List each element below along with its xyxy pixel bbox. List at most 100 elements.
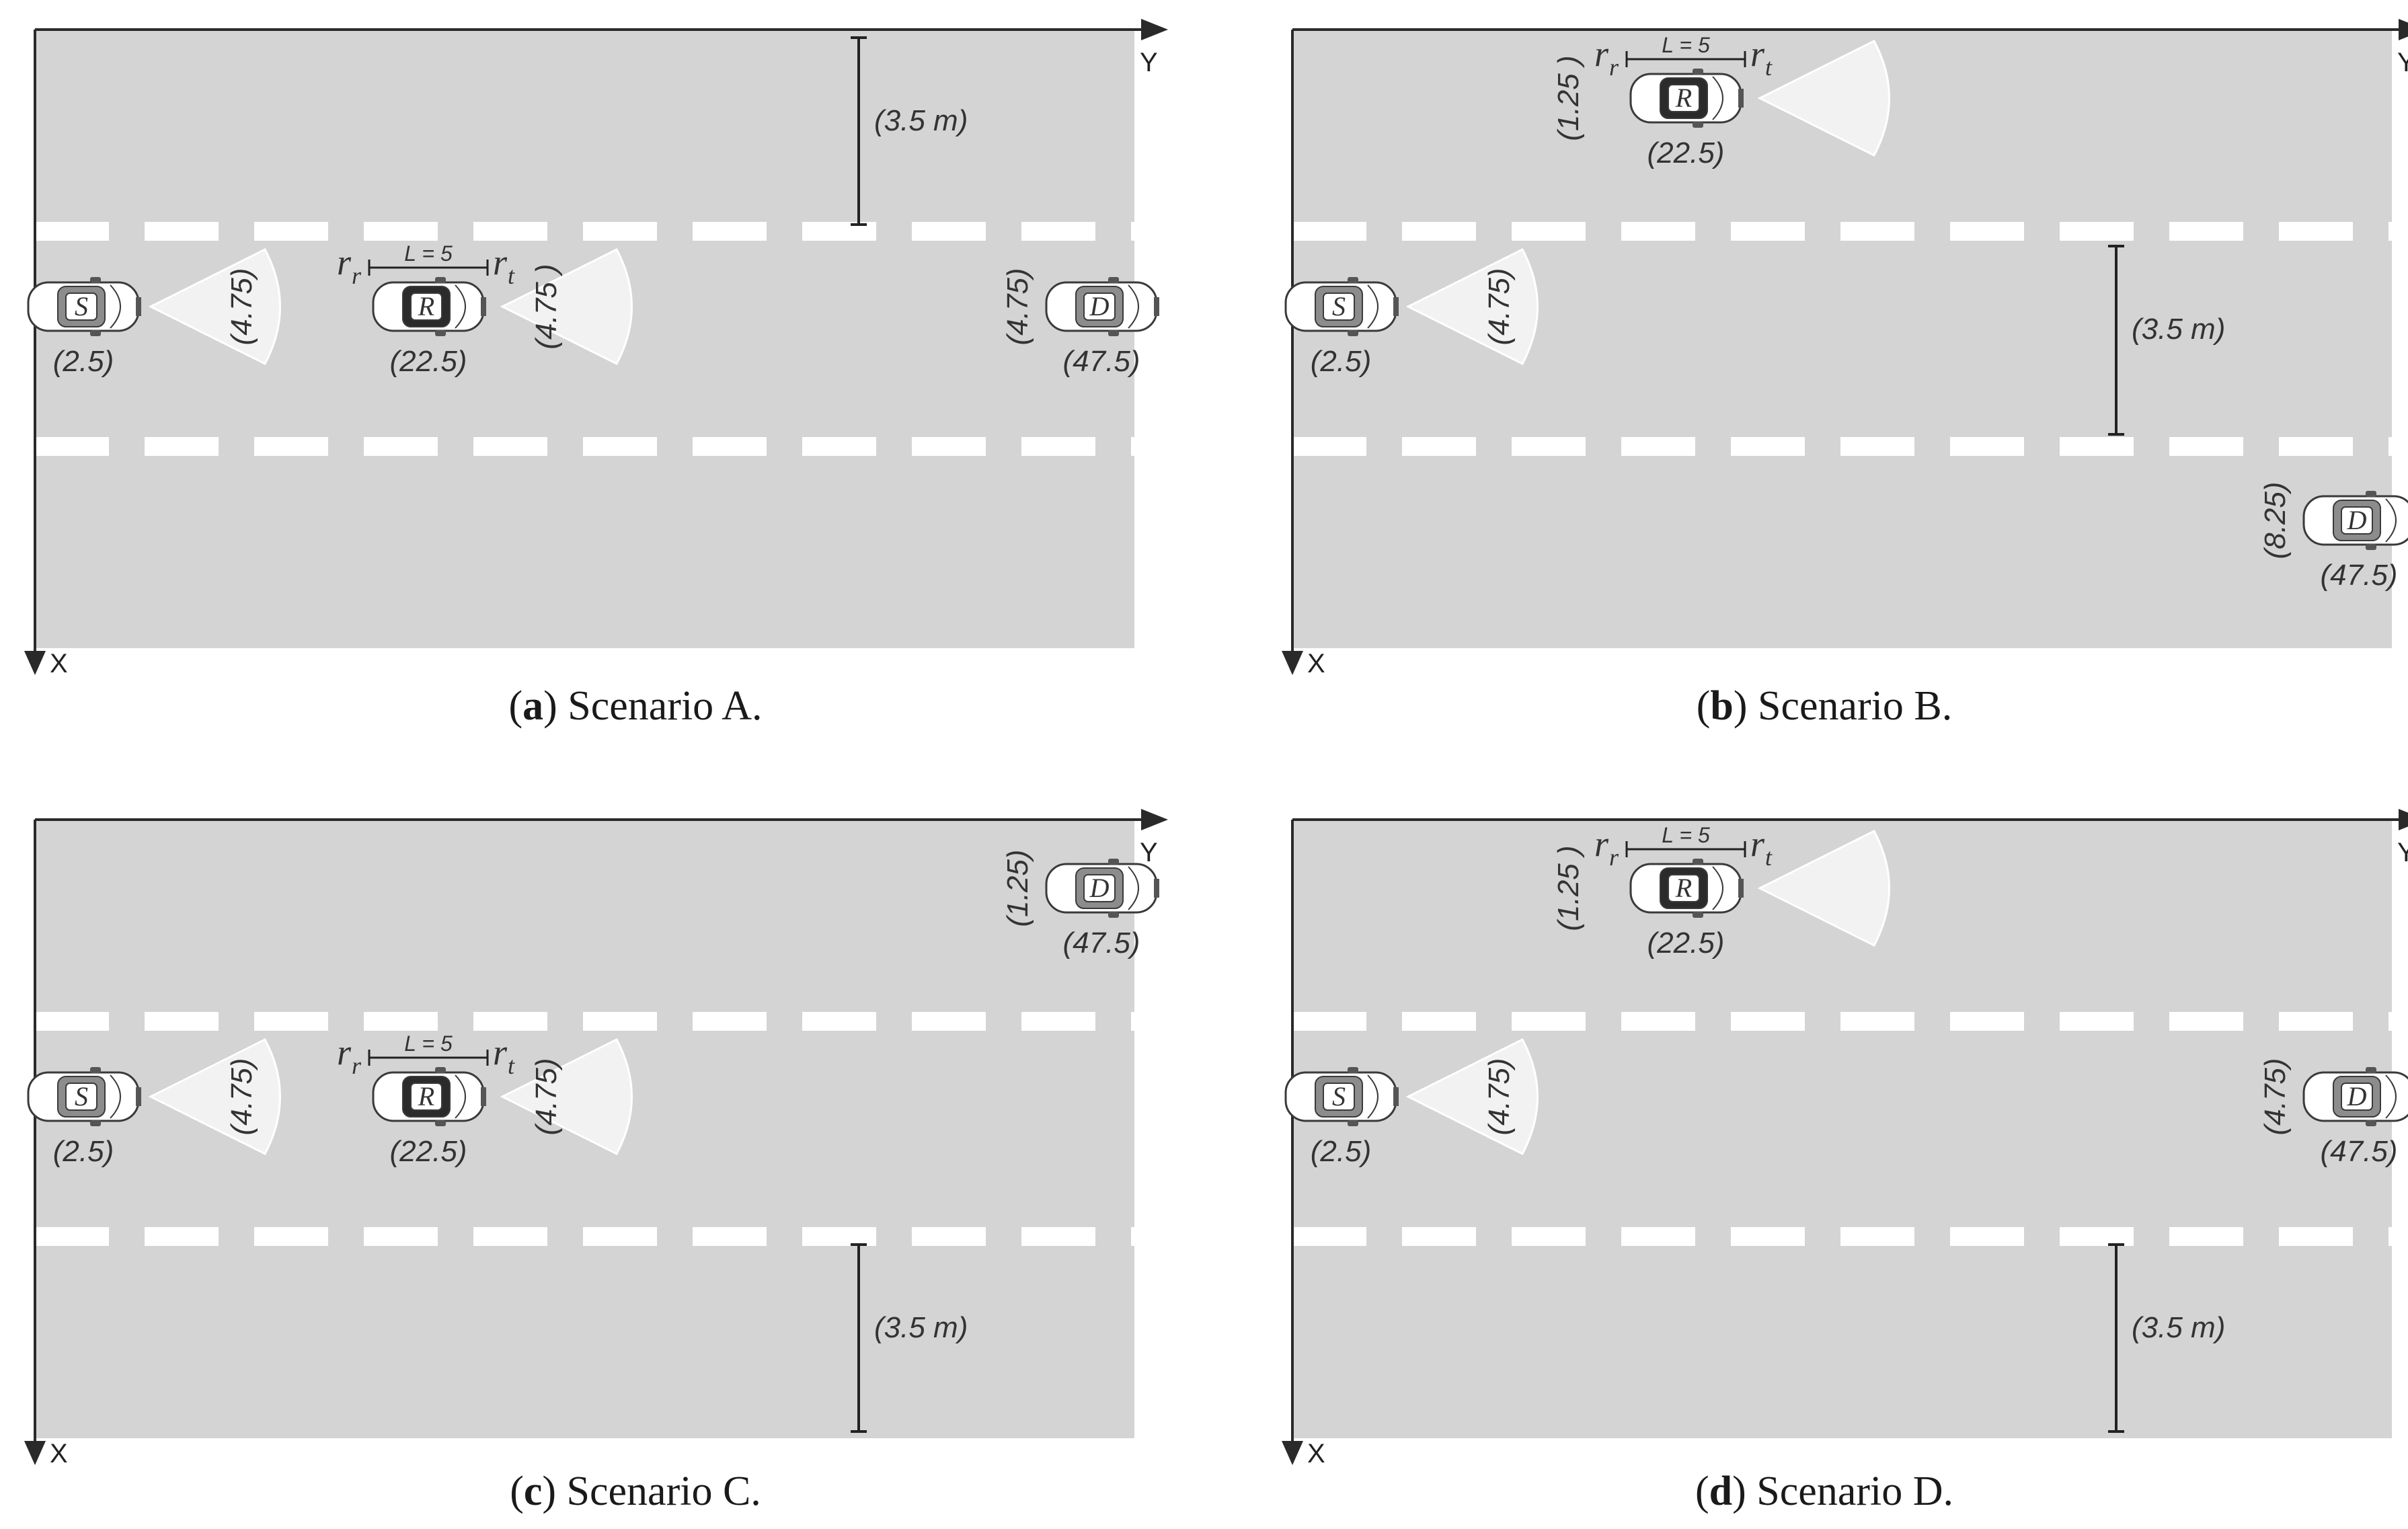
length-label: L = 5 bbox=[404, 1031, 453, 1056]
lane-marking-dash bbox=[1402, 1227, 1476, 1246]
car-s: S bbox=[1284, 1067, 1399, 1126]
receiver-subscript: r bbox=[352, 1052, 362, 1079]
lane-width-label: (3.5 m) bbox=[874, 104, 968, 137]
lane-marking-dash bbox=[693, 437, 767, 456]
lane-marking-dash bbox=[2388, 1012, 2392, 1031]
lane-marking-dash bbox=[912, 1012, 986, 1031]
lane-marking-dash bbox=[473, 1012, 547, 1031]
car-letter: R bbox=[418, 291, 434, 321]
car-mirror bbox=[1693, 69, 1703, 75]
car-r: R bbox=[1629, 69, 1744, 128]
car-x-coordinate: (4.75) bbox=[2259, 1058, 2292, 1136]
lane-marking-dash bbox=[2279, 1227, 2353, 1246]
lane-width-label: (3.5 m) bbox=[2132, 1311, 2225, 1344]
lane-marking-dash bbox=[1131, 437, 1134, 456]
lane-marking-dash bbox=[1021, 222, 1095, 241]
car-x-coordinate: (1.25 ) bbox=[1552, 55, 1585, 141]
transmitter-symbol: r bbox=[493, 242, 508, 282]
car-hood bbox=[455, 1074, 466, 1119]
car-y-coordinate: (22.5) bbox=[390, 1135, 467, 1168]
lane-marking-dash bbox=[1512, 222, 1586, 241]
lane-marking-dash bbox=[583, 222, 657, 241]
caption-text-d: Scenario D. bbox=[1756, 1468, 1953, 1514]
car-mirror bbox=[1108, 859, 1119, 865]
car-r: R bbox=[1629, 859, 1744, 918]
x-axis-label: X bbox=[1307, 649, 1325, 678]
panel-d: YX(3.5 m)S(2.5)(4.75)R(22.5)(1.25 )D(47.… bbox=[1282, 809, 2408, 1468]
lane-marking-dash bbox=[254, 222, 328, 241]
lane-marking-dash bbox=[254, 1012, 328, 1031]
lane-marking-dash bbox=[1731, 1227, 1805, 1246]
transmitter-subscript: t bbox=[508, 1052, 515, 1079]
car-r: R bbox=[372, 277, 486, 336]
car-mirror bbox=[1693, 859, 1703, 865]
car-mirror bbox=[435, 1120, 446, 1126]
lane-marking-dash bbox=[1512, 1227, 1586, 1246]
lane-marking-dash bbox=[2060, 437, 2134, 456]
lane-marking-dash bbox=[1621, 1012, 1695, 1031]
car-headlight bbox=[1154, 879, 1159, 898]
lane-marking-dash bbox=[583, 1012, 657, 1031]
lane-marking-dash bbox=[2169, 1012, 2243, 1031]
car-label-box bbox=[1668, 874, 1700, 902]
x-axis-arrow-icon bbox=[24, 1441, 46, 1465]
lane-marking-dash bbox=[1840, 1012, 1914, 1031]
lane-marking-dash bbox=[2388, 222, 2392, 241]
lane-marking-dash bbox=[35, 1227, 109, 1246]
car-s: S bbox=[27, 277, 141, 336]
car-letter: D bbox=[2347, 505, 2367, 535]
lane-marking-dash bbox=[1950, 1012, 2024, 1031]
car-letter: R bbox=[1675, 83, 1692, 113]
car-x-coordinate: (1.25 ) bbox=[1552, 845, 1585, 931]
source-beam bbox=[1405, 1038, 1539, 1155]
transmitter-subscript: t bbox=[508, 262, 515, 289]
car-y-coordinate: (22.5) bbox=[1647, 136, 1725, 169]
lane-marking-dash bbox=[1292, 222, 1366, 241]
transmitter-symbol: r bbox=[1750, 34, 1765, 74]
car-headlight bbox=[1738, 89, 1744, 108]
lane-marking-dash bbox=[1621, 1227, 1695, 1246]
car-label-box bbox=[410, 292, 442, 321]
lane-marking-dash bbox=[2388, 1227, 2392, 1246]
car-letter: D bbox=[2347, 1081, 2367, 1111]
car-mirror bbox=[2366, 544, 2376, 550]
car-x-coordinate: (4.75 ) bbox=[530, 264, 563, 349]
car-headlight bbox=[1393, 297, 1399, 316]
length-label: L = 5 bbox=[404, 241, 453, 266]
x-axis-arrow-icon bbox=[1282, 651, 1303, 675]
car-headlight bbox=[136, 1087, 141, 1106]
lane-marking-dash bbox=[1840, 1227, 1914, 1246]
car-x-coordinate: (4.75) bbox=[225, 1058, 258, 1136]
lane-marking-dash bbox=[1402, 1012, 1476, 1031]
receiver-symbol: r bbox=[1594, 824, 1609, 864]
car-mirror bbox=[1108, 330, 1119, 336]
lane-marking-dash bbox=[2279, 1012, 2353, 1031]
car-mirror bbox=[2366, 1120, 2376, 1126]
transmitter-symbol: r bbox=[493, 1032, 508, 1072]
lane-marking-dash bbox=[583, 1227, 657, 1246]
car-label-box bbox=[1083, 874, 1116, 902]
car-x-coordinate: (4.75) bbox=[1483, 268, 1516, 346]
car-mirror bbox=[90, 1067, 101, 1073]
car-hood bbox=[1128, 866, 1139, 910]
car-mirror bbox=[435, 330, 446, 336]
x-axis-arrow-icon bbox=[1282, 1441, 1303, 1465]
car-hood bbox=[110, 1074, 121, 1119]
lane-marking-dash bbox=[1021, 437, 1095, 456]
car-hood bbox=[1367, 1074, 1378, 1119]
car-d: D bbox=[2302, 491, 2408, 550]
lane-marking-dash bbox=[145, 1012, 219, 1031]
relay-beam bbox=[1757, 40, 1890, 157]
car-y-coordinate: (47.5) bbox=[1063, 345, 1140, 378]
lane-marking-dash bbox=[583, 437, 657, 456]
lane-marking-dash bbox=[2169, 222, 2243, 241]
y-axis-label: Y bbox=[2397, 48, 2408, 77]
y-axis-label: Y bbox=[2397, 838, 2408, 867]
car-mirror bbox=[1693, 912, 1703, 918]
car-label-box bbox=[2341, 1083, 2373, 1111]
lane-marking-dash bbox=[1402, 437, 1476, 456]
car-d: D bbox=[1045, 859, 1159, 918]
car-y-coordinate: (2.5) bbox=[1311, 1135, 1371, 1168]
caption-c: (c) Scenario C. bbox=[510, 1468, 761, 1514]
